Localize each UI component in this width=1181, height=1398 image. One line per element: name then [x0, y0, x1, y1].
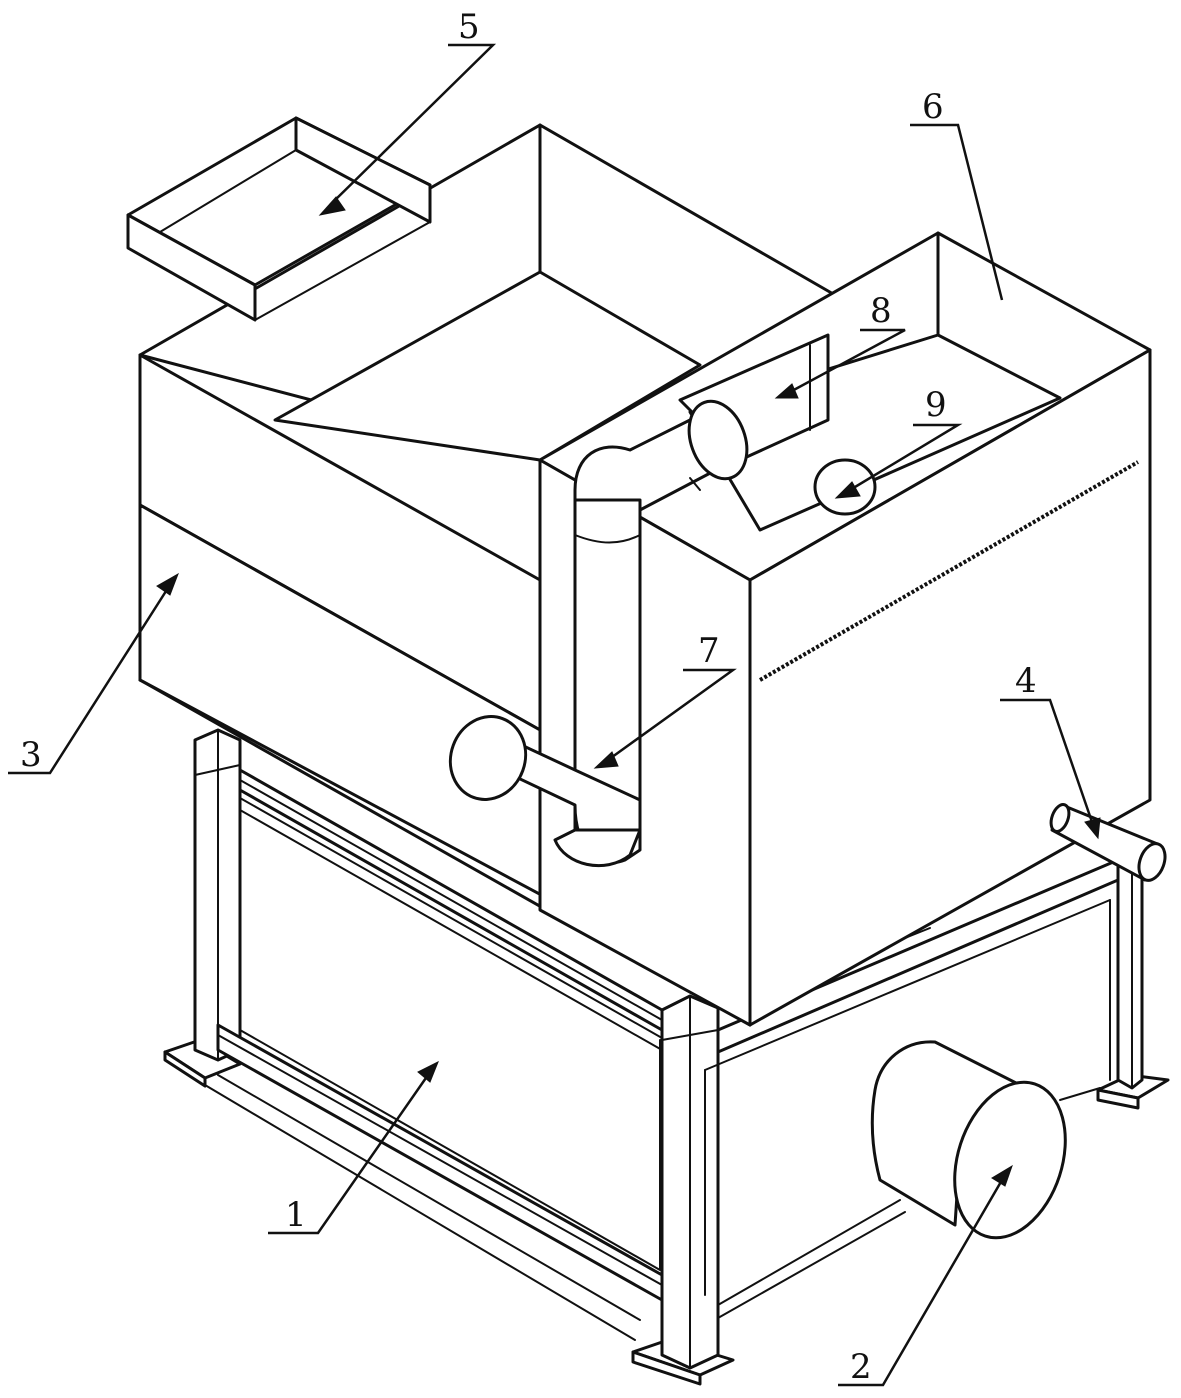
- callout-3-label: 3: [20, 735, 42, 775]
- callout-2-label: 2: [850, 1347, 872, 1387]
- outlet-port: [813, 458, 877, 516]
- feed-chute: [126, 116, 432, 322]
- callout-5: 5: [318, 7, 497, 216]
- callout-8-label: 8: [870, 291, 892, 331]
- callout-7: 7: [593, 631, 737, 769]
- callout-9: 9: [834, 385, 963, 499]
- callout-4: 4: [1000, 661, 1101, 840]
- secondary-tank: [538, 231, 1152, 1027]
- callout-5-label: 5: [458, 7, 480, 47]
- callout-9-label: 9: [925, 385, 947, 425]
- motor-cylinder: [870, 1040, 1067, 1240]
- callout-3: 3: [8, 572, 179, 775]
- callout-6: 6: [910, 87, 1004, 301]
- callout-7-label: 7: [698, 631, 720, 671]
- callout-2: 2: [838, 1164, 1013, 1387]
- side-pipe: [1049, 803, 1167, 882]
- callout-1-label: 1: [285, 1195, 307, 1235]
- support-frame: [163, 728, 1170, 1386]
- callout-8: 8: [774, 291, 906, 399]
- callout-6-label: 6: [922, 87, 944, 127]
- callout-4-label: 4: [1015, 661, 1037, 701]
- callout-1: 1: [268, 1060, 439, 1235]
